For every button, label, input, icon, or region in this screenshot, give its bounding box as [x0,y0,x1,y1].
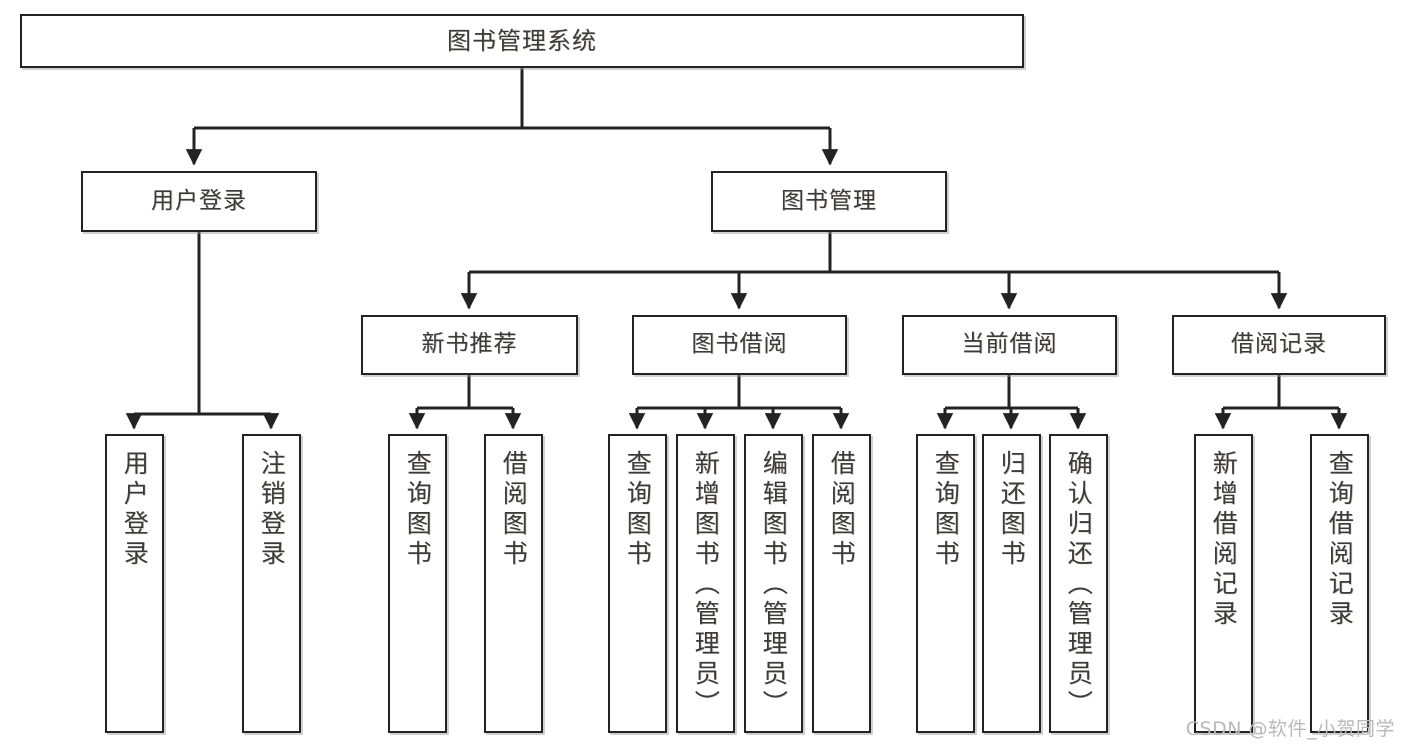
watermark: CSDN @软件_小贺同学 [1185,718,1395,740]
leaf-borrow-book-recommend-label: 借阅图书 [499,450,529,570]
leaf-confirm-return-admin[interactable]: 确认归还（管理员） [1049,434,1108,733]
node-book-management-label: 图书管理 [781,187,877,214]
leaf-add-borrow-record[interactable]: 新增借阅记录 [1194,434,1253,733]
leaf-query-book-current-label: 查询图书 [931,450,961,570]
leaf-query-book-borrow-label: 查询图书 [623,450,653,570]
leaf-borrow-book[interactable]: 借阅图书 [812,434,871,733]
leaf-query-borrow-record[interactable]: 查询借阅记录 [1310,434,1369,733]
node-root-label: 图书管理系统 [447,26,597,55]
node-user-login-label: 用户登录 [151,187,247,214]
node-current-borrow[interactable]: 当前借阅 [902,315,1117,375]
leaf-add-book-admin-label: 新增图书（管理员） [691,450,721,720]
leaf-user-login[interactable]: 用户登录 [105,434,164,733]
leaf-user-login-label: 用户登录 [120,450,150,570]
leaf-return-book-label: 归还图书 [997,450,1027,570]
node-user-login[interactable]: 用户登录 [81,171,317,232]
leaf-confirm-return-admin-label: 确认归还（管理员） [1064,450,1094,720]
node-book-borrow-label: 图书借阅 [691,331,788,358]
node-current-borrow-label: 当前借阅 [961,331,1058,358]
leaf-add-borrow-record-label: 新增借阅记录 [1209,450,1239,630]
leaf-logout[interactable]: 注销登录 [242,434,301,733]
node-book-management[interactable]: 图书管理 [711,171,947,232]
leaf-edit-book-admin-label: 编辑图书（管理员） [759,450,789,720]
node-borrow-record[interactable]: 借阅记录 [1172,315,1386,375]
leaf-query-book-recommend-label: 查询图书 [403,450,433,570]
leaf-add-book-admin[interactable]: 新增图书（管理员） [676,434,735,733]
leaf-borrow-book-recommend[interactable]: 借阅图书 [484,434,543,733]
node-root[interactable]: 图书管理系统 [20,14,1024,68]
leaf-query-borrow-record-label: 查询借阅记录 [1325,450,1355,630]
node-borrow-record-label: 借阅记录 [1231,331,1327,358]
node-new-book-recommend-label: 新书推荐 [421,331,518,358]
leaf-return-book[interactable]: 归还图书 [982,434,1041,733]
leaf-query-book-current[interactable]: 查询图书 [916,434,975,733]
node-new-book-recommend[interactable]: 新书推荐 [361,315,578,375]
leaf-query-book-recommend[interactable]: 查询图书 [388,434,447,733]
leaf-edit-book-admin[interactable]: 编辑图书（管理员） [744,434,803,733]
node-book-borrow[interactable]: 图书借阅 [632,315,847,375]
leaf-query-book-borrow[interactable]: 查询图书 [608,434,667,733]
leaf-borrow-book-label: 借阅图书 [827,450,857,570]
leaf-logout-label: 注销登录 [257,450,287,570]
